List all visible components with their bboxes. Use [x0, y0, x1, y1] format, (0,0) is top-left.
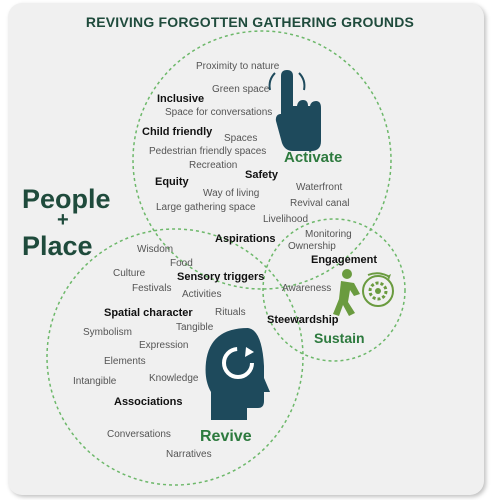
head-refresh-icon — [205, 328, 270, 420]
activate-circle — [132, 30, 392, 290]
revive-term: Food — [170, 258, 193, 269]
sustain-term: Engagement — [311, 254, 378, 266]
activate-term: Recreation — [189, 160, 238, 171]
center-label-people: People — [22, 184, 111, 214]
revive-term: Narratives — [166, 449, 212, 460]
activate-term: Safety — [245, 169, 279, 181]
revive-term: Intangible — [73, 376, 117, 387]
revive-term: Wisdom — [137, 244, 174, 255]
activate-term: Aspirations — [215, 233, 276, 245]
hand-pointer-icon — [268, 70, 321, 151]
activate-term: Child friendly — [142, 126, 213, 138]
sustain-circle — [262, 218, 406, 362]
revive-term: Rituals — [215, 307, 246, 318]
sustain-term: Awareness — [282, 283, 332, 294]
activate-term: Green space — [212, 84, 270, 95]
revive-term: Festivals — [132, 283, 172, 294]
revive-term: Symbolism — [83, 327, 132, 338]
activate-term: Inclusive — [157, 93, 205, 105]
activate-term: Revival canal — [290, 198, 350, 209]
revive-term: Culture — [113, 268, 146, 279]
activate-term: Spaces — [224, 133, 258, 144]
revive-term: Associations — [114, 396, 183, 408]
sustain-term: Ownership — [288, 241, 336, 252]
revive-term: Tangible — [176, 322, 214, 333]
revive-term: Sensory triggers — [177, 271, 265, 283]
revive-label: Revive — [200, 428, 252, 445]
sustain-term: Steewardship — [267, 314, 339, 326]
revive-term: Elements — [104, 356, 146, 367]
activate-term: Pedestrian friendly spaces — [149, 146, 267, 157]
revive-term: Spatial character — [104, 307, 193, 319]
activate-term: Way of living — [203, 188, 260, 199]
activate-term: Livelihood — [263, 214, 309, 225]
person-gear-icon — [333, 269, 394, 316]
activate-term: Waterfront — [296, 182, 343, 193]
revive-term: Activities — [182, 289, 222, 300]
sustain-term: Monitoring — [305, 229, 352, 240]
revive-circle — [46, 228, 304, 486]
center-label-plus: + — [57, 209, 69, 231]
activate-term: Equity — [155, 176, 189, 188]
activate-term: Large gathering space — [156, 202, 256, 213]
sustain-label: Sustain — [314, 330, 365, 346]
activate-label: Activate — [284, 149, 343, 166]
activate-term: Proximity to nature — [196, 61, 280, 72]
revive-term: Conversations — [107, 429, 171, 440]
revive-term: Knowledge — [149, 373, 199, 384]
center-label-place: Place — [22, 231, 93, 261]
activate-term: Space for conversations — [165, 107, 273, 118]
diagram-title: REVIVING FORGOTTEN GATHERING GROUNDS — [85, 14, 415, 30]
revive-term: Expression — [139, 340, 189, 351]
